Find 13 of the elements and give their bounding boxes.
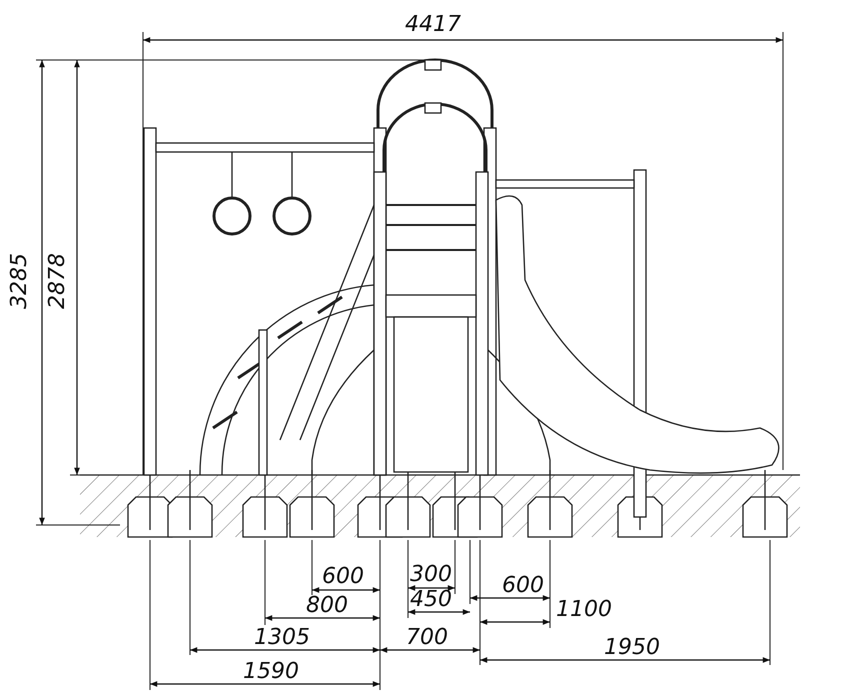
dimension-label: 600 bbox=[322, 566, 364, 588]
dimension-label: 600 bbox=[502, 575, 544, 597]
dimension-label: 800 bbox=[306, 595, 348, 617]
dimension-label: 450 bbox=[410, 589, 452, 611]
dimension-label: 4417 bbox=[405, 14, 461, 36]
dimension-label: 700 bbox=[406, 627, 448, 649]
dimension-label: 3285 bbox=[9, 253, 31, 309]
dimension-label: 2878 bbox=[47, 253, 69, 309]
dimension-label: 1950 bbox=[604, 637, 660, 659]
dimension-label: 1100 bbox=[556, 599, 612, 621]
dimension-label: 1590 bbox=[243, 661, 299, 683]
dimension-label: 1305 bbox=[254, 627, 310, 649]
dimension-label: 300 bbox=[410, 564, 452, 586]
